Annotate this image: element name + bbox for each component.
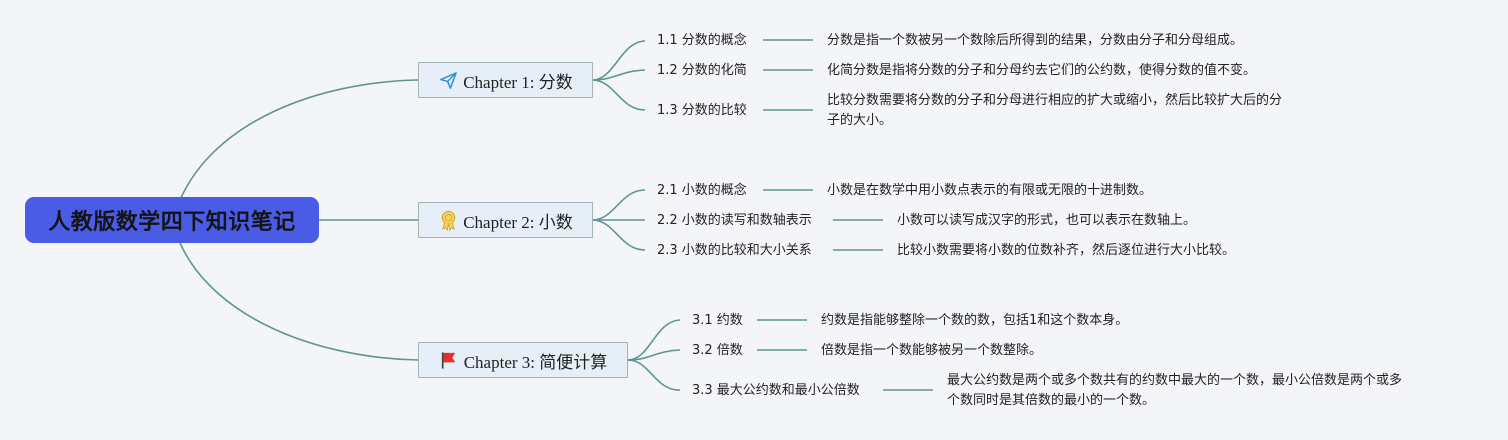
link-root-chapter-3 — [179, 242, 419, 361]
topic-2-3-desc: 比较小数需要将小数的位数补齐，然后逐位进行大小比较。 — [897, 241, 1235, 261]
desc-line: 倍数是指一个数能够被另一个数整除。 — [821, 343, 1043, 358]
link-ch1-topic-1 — [591, 40, 646, 81]
topic-1-2-desc: 化简分数是指将分数的分子和分母约去它们的公约数，使得分数的值不变。 — [827, 61, 1256, 81]
desc-line: 化简分数是指将分数的分子和分母约去它们的公约数，使得分数的值不变。 — [827, 63, 1257, 78]
paper-plane-icon — [438, 70, 458, 90]
desc-line: 约数是指能够整除一个数的数，包括1和这个数本身。 — [821, 313, 1129, 328]
root-node[interactable]: 人教版数学四下知识笔记 — [25, 197, 319, 243]
red-flag-icon — [439, 350, 459, 370]
chapter-1-title: Chapter 1: 分数 — [463, 72, 573, 92]
chapter-1-node[interactable]: Chapter 1: 分数 — [418, 62, 593, 98]
desc-line: 比较小数需要将小数的位数补齐，然后逐位进行大小比较。 — [897, 243, 1236, 258]
topic-1-3[interactable]: 1.3 分数的比较 — [657, 103, 747, 118]
link-ch2-topic-1 — [591, 189, 646, 221]
topic-1-3-desc: 比较分数需要将分数的分子和分母进行相应的扩大或缩小，然后比较扩大后的分 子的大小… — [827, 91, 1282, 131]
topic-2-1[interactable]: 2.1 小数的概念 — [657, 183, 747, 198]
desc-line: 分数是指一个数被另一个数除后所得到的结果，分数由分子和分母组成。 — [827, 33, 1244, 48]
topic-2-3[interactable]: 2.3 小数的比较和大小关系 — [657, 243, 812, 258]
desc-line: 个数同时是其倍数的最小的一个数。 — [947, 393, 1156, 408]
chapter-3-title: Chapter 3: 简便计算 — [463, 352, 608, 372]
topic-1-1[interactable]: 1.1 分数的概念 — [657, 33, 747, 48]
topic-3-1[interactable]: 3.1 约数 — [692, 313, 743, 328]
link-ch3-topic-2 — [627, 349, 681, 361]
topic-2-2[interactable]: 2.2 小数的读写和数轴表示 — [657, 213, 812, 228]
topic-1-1-desc: 分数是指一个数被另一个数除后所得到的结果，分数由分子和分母组成。 — [827, 31, 1243, 51]
link-ch3-topic-1 — [627, 319, 681, 361]
award-ribbon-icon — [438, 210, 458, 231]
desc-line: 小数是在数学中用小数点表示的有限或无限的十进制数。 — [827, 183, 1153, 198]
desc-line: 子的大小。 — [827, 113, 893, 128]
topic-3-3-desc: 最大公约数是两个或多个数共有的约数中最大的一个数，最小公倍数是两个或多 个数同时… — [947, 371, 1402, 411]
topic-3-3[interactable]: 3.3 最大公约数和最小公倍数 — [692, 383, 860, 398]
topic-2-1-desc: 小数是在数学中用小数点表示的有限或无限的十进制数。 — [827, 181, 1152, 201]
chapter-2-title: Chapter 2: 小数 — [463, 212, 573, 232]
link-ch1-topic-2 — [591, 69, 646, 81]
topic-1-2[interactable]: 1.2 分数的化简 — [657, 63, 747, 78]
link-ch2-topic-3 — [591, 219, 646, 251]
topic-3-2[interactable]: 3.2 倍数 — [692, 343, 743, 358]
desc-line: 比较分数需要将分数的分子和分母进行相应的扩大或缩小，然后比较扩大后的分 — [827, 93, 1283, 108]
chapter-2-node[interactable]: Chapter 2: 小数 — [418, 202, 593, 238]
chapter-3-node[interactable]: Chapter 3: 简便计算 — [418, 342, 628, 378]
link-root-chapter-1 — [179, 79, 419, 201]
topic-2-2-desc: 小数可以读写成汉字的形式，也可以表示在数轴上。 — [897, 211, 1196, 231]
link-ch3-topic-3 — [627, 359, 681, 391]
topic-3-1-desc: 约数是指能够整除一个数的数，包括1和这个数本身。 — [821, 311, 1128, 331]
desc-line: 最大公约数是两个或多个数共有的约数中最大的一个数，最小公倍数是两个或多 — [947, 373, 1403, 388]
root-title: 人教版数学四下知识笔记 — [48, 210, 296, 235]
desc-line: 小数可以读写成汉字的形式，也可以表示在数轴上。 — [897, 213, 1197, 228]
topic-3-2-desc: 倍数是指一个数能够被另一个数整除。 — [821, 341, 1042, 361]
link-ch1-topic-3 — [591, 79, 646, 111]
